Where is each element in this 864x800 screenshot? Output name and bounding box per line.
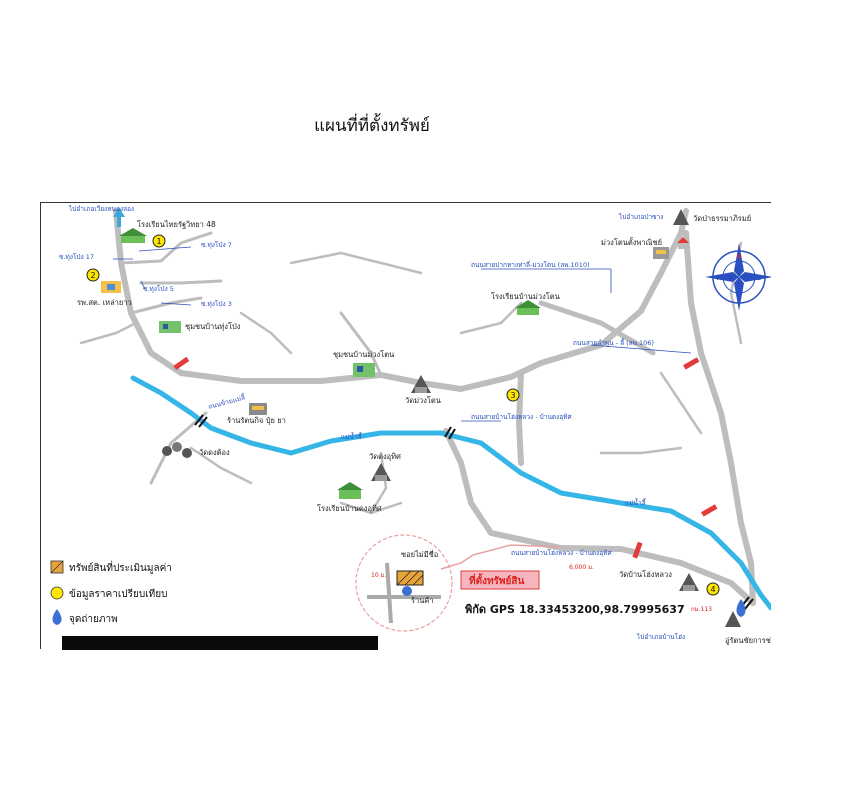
- community-icon: [159, 321, 181, 333]
- marker-4: 4: [710, 585, 715, 594]
- compass-s: S: [737, 294, 742, 302]
- map-buildings: [101, 209, 741, 627]
- school-icon: [119, 228, 147, 243]
- property-inset: 10 ม. ซอยไม่มีชื่อ ร้านค้า: [355, 534, 453, 632]
- inset-distance: 10 ม.: [371, 572, 386, 579]
- label-community-tp: ชุมชนบ้านทุ่งโป่ง: [185, 322, 241, 331]
- road-network: [79, 208, 756, 606]
- label-soi-3: ซ.ทุ่งโป่ง 3: [201, 300, 232, 308]
- community-icon: [353, 363, 375, 377]
- temple-icon: [411, 375, 431, 393]
- temple-icon: [371, 463, 391, 481]
- camera-drop-icon: [52, 609, 62, 625]
- temple-icon: [162, 442, 192, 458]
- label-school-dong: โรงเรียนบ้านดงอุทิศ: [317, 504, 382, 513]
- label-to-south: ไปอำเภอบ้านโฮ่ง: [636, 633, 685, 641]
- map-labels: ไปอำเภอเวียงหนองล่อง ไปอำเภอป่าซาง โรงเร…: [59, 205, 771, 645]
- legend-item-photo: จุดถ่ายภาพ: [52, 609, 118, 625]
- label-school-muangton: โรงเรียนบ้านม่วงโตน: [491, 292, 560, 301]
- camera-point-icon: [402, 586, 412, 596]
- label-to-lampang: ไปอำเภอป่าซาง: [618, 213, 663, 221]
- label-soi-7: ซ.ทุ่งโป่ง 7: [201, 241, 232, 249]
- compass-w: W: [716, 274, 723, 282]
- compass-n: N: [736, 253, 741, 261]
- legend: ทรัพย์สินที่ประเมินมูลค่า ข้อมูลราคาเปรี…: [50, 560, 172, 625]
- temple-icon: [725, 611, 741, 627]
- comparison-markers: 1 2 3 4: [86, 234, 720, 596]
- inset-shop: ร้านค้า: [411, 596, 434, 605]
- property-parcel: [396, 570, 424, 586]
- inset-label: ซอยไม่มีชื่อ: [401, 549, 438, 559]
- camera-point-icon: [736, 599, 746, 617]
- legend-item-property: ทรัพย์สินที่ประเมินมูลค่า: [50, 560, 172, 574]
- label-bottom-right: อู่รัตนชัยการช่าง: [725, 636, 771, 645]
- compass-icon: N S E W: [705, 243, 771, 311]
- label-river-2: แม่น้ำลี้: [625, 498, 647, 507]
- label-bridge: ถนนข้ามแม่ลี้: [207, 392, 247, 411]
- label-river-1: แม่น้ำลี้: [341, 432, 363, 441]
- river: [130, 375, 771, 611]
- label-km113: กม.113: [691, 606, 712, 613]
- school-icon: [515, 300, 541, 315]
- property-label: ที่ตั้งทรัพย์สิน: [469, 573, 524, 587]
- label-road-sub: ถนนสายบ้านโฮ่งหลวง - บ้านดงอุทิศ: [511, 549, 612, 557]
- property-pointer: ที่ตั้งทรัพย์สิน: [440, 544, 562, 590]
- hospital-icon: [101, 281, 121, 293]
- legend-item-comparison: ข้อมูลราคาเปรียบเทียบ: [50, 586, 167, 600]
- gps-label: พิกัด GPS: [465, 603, 515, 616]
- label-distance: 6,000 ม.: [569, 564, 594, 571]
- legend-label-property: ทรัพย์สินที่ประเมินมูลค่า: [69, 560, 172, 574]
- page-title: แผนที่ที่ตั้งทรัพย์: [314, 116, 430, 136]
- school-icon: [337, 482, 363, 499]
- label-soi-17: ซ.ทุ่งโป่ง 17: [59, 253, 94, 261]
- redaction-bar: [62, 636, 378, 650]
- label-wat-muangton: วัดม่วงโตน: [405, 396, 441, 405]
- label-community-mt: ชุมชนบ้านม่วงโตน: [333, 350, 394, 359]
- label-hospital: รพ.สต. เหล่ายาว: [77, 298, 132, 307]
- label-wat-top-right: วัดป่าธรรมาภิรมย์: [693, 214, 751, 223]
- shop-icon: [249, 403, 267, 415]
- label-road-106: ถนนสายลำพูน - ลี้ (ลพ.106): [573, 338, 654, 347]
- gps-value: 18.33453200,98.79995637: [519, 603, 685, 616]
- location-map[interactable]: 1 2 3 4 N S E W ไปอำเภอเวียงหนองล่อง: [40, 202, 771, 649]
- label-wat-dong: วัดดงอุทิศ: [369, 452, 401, 461]
- north-arrow-left-icon: [113, 207, 125, 227]
- label-road-main: ถนนสายบ้านโฮ่งหลวง - บ้านดงอุทิศ: [471, 413, 572, 421]
- label-to-chiangmai: ไปอำเภอเวียงหนองล่อง: [68, 205, 134, 213]
- legend-label-photo: จุดถ่ายภาพ: [69, 614, 118, 625]
- yellow-circle-icon: [50, 586, 64, 600]
- label-pointers: [113, 246, 692, 422]
- shop-icon: [653, 247, 669, 259]
- gps-readout: พิกัด GPS 18.33453200,98.79995637: [465, 603, 685, 616]
- marker-2: 2: [90, 271, 95, 280]
- label-school-top: โรงเรียนไทยรัฐวิทยา 48: [137, 220, 216, 229]
- label-muangton-shop: ม่วงโตนตั้งพาณิชย์: [601, 237, 662, 247]
- label-soi-5: ซ.ทุ่งโป่ง 5: [143, 285, 174, 293]
- label-wat-bottom: วัดบ้านโฮ่งหลวง: [619, 570, 672, 579]
- label-road-1010: ถนนสายปากทางท่าลี่-ม่วงโตน (ลพ.1010): [471, 260, 590, 269]
- legend-label-comparison: ข้อมูลราคาเปรียบเทียบ: [69, 588, 167, 600]
- marker-1: 1: [156, 237, 161, 246]
- compass-e: E: [757, 274, 761, 282]
- house-icon: [677, 237, 689, 249]
- temple-icon: [673, 209, 689, 225]
- road-crossings: [173, 356, 754, 610]
- label-shop-left: ร้านรัตนกิจ ปุ๋ย ยา: [227, 416, 286, 425]
- temple-icon: [679, 573, 699, 591]
- marker-3: 3: [510, 391, 515, 400]
- label-wat-left: วัดดงต้อง: [199, 448, 230, 457]
